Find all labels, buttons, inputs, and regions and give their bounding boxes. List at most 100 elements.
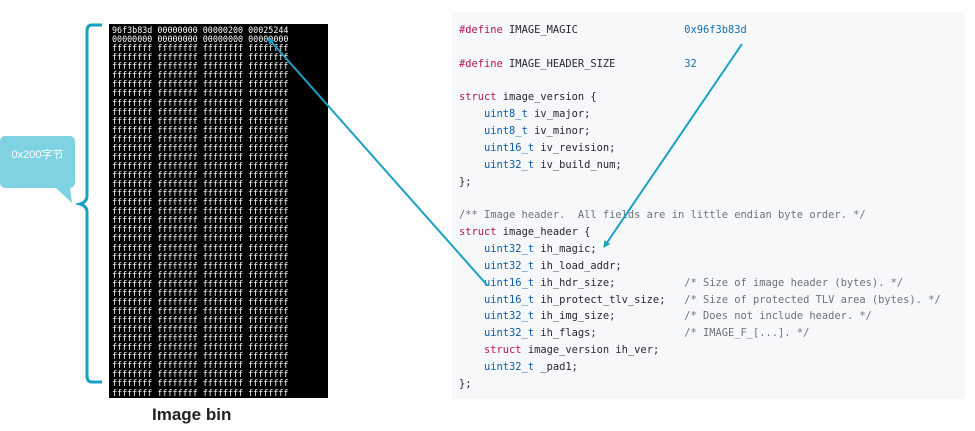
- code-line: uint32_t ih_img_size; /* Does not includ…: [459, 310, 872, 322]
- code-line: uint8_t iv_minor;: [459, 125, 590, 137]
- size-callout: 0x200字节: [0, 136, 75, 188]
- hex-row: ffffffff ffffffff ffffffff ffffffff: [112, 88, 289, 99]
- hex-row: ffffffff ffffffff ffffffff ffffffff: [112, 387, 289, 398]
- code-keyword: #define: [459, 57, 503, 70]
- hex-row: ffffffff ffffffff ffffffff ffffffff: [112, 106, 289, 117]
- code-line: uint32_t ih_magic;: [459, 243, 597, 255]
- hex-row: ffffffff ffffffff ffffffff ffffffff: [112, 278, 289, 289]
- code-line: uint16_t ih_hdr_size; /* Size of image h…: [459, 277, 903, 289]
- code-type: uint16_t: [484, 141, 535, 154]
- code-text: IMAGE_HEADER_SIZE: [502, 57, 685, 70]
- hex-row: ffffffff ffffffff ffffffff ffffffff: [112, 70, 289, 81]
- code-type: uint32_t: [484, 259, 535, 272]
- code-type: uint32_t: [484, 158, 535, 171]
- hex-row: ffffffff ffffffff ffffffff ffffffff: [112, 360, 289, 371]
- hex-row: ffffffff ffffffff ffffffff ffffffff: [112, 260, 289, 271]
- code-type: uint32_t: [484, 310, 535, 323]
- hex-dump-panel: 96f3b83d 00000000 00000200 00025244 0000…: [109, 24, 328, 406]
- code-line: uint16_t ih_protect_tlv_size; /* Size of…: [459, 294, 941, 306]
- hex-row: ffffffff ffffffff ffffffff ffffffff: [112, 215, 289, 226]
- hex-row: ffffffff ffffffff ffffffff ffffffff: [112, 324, 289, 335]
- code-line: uint32_t iv_build_num;: [459, 159, 622, 171]
- code-type: uint32_t: [484, 327, 535, 340]
- code-text: ih_load_addr;: [534, 259, 622, 272]
- hex-dump-text: 96f3b83d 00000000 00000200 00025244 0000…: [112, 25, 326, 407]
- code-keyword: struct: [459, 91, 497, 104]
- hex-row: ffffffff ffffffff ffffffff ffffffff: [112, 79, 289, 90]
- code-comment: /* Size of protected TLV area (bytes). *…: [684, 293, 941, 306]
- hex-row: ffffffff ffffffff ffffffff ffffffff: [112, 342, 289, 353]
- hex-row: ffffffff ffffffff ffffffff ffffffff: [112, 160, 289, 171]
- hex-row: ffffffff ffffffff ffffffff ffffffff: [112, 52, 289, 63]
- hex-row: ffffffff ffffffff ffffffff ffffffff: [112, 188, 289, 199]
- code-line: struct image_header {: [459, 226, 590, 238]
- hex-row: ffffffff ffffffff ffffffff ffffffff: [112, 305, 289, 316]
- hex-row: ffffffff ffffffff ffffffff ffffffff: [112, 179, 289, 190]
- hex-row: ffffffff ffffffff ffffffff ffffffff: [112, 242, 289, 253]
- hex-row: ffffffff ffffffff ffffffff ffffffff: [112, 224, 289, 235]
- code-line: };: [459, 176, 472, 188]
- code-comment: /* Size of image header (bytes). */: [684, 276, 904, 289]
- size-callout-text: 0x200字节: [11, 149, 64, 161]
- hex-row: ffffffff ffffffff ffffffff ffffffff: [112, 115, 289, 126]
- code-comment: /* Does not include header. */: [684, 310, 872, 323]
- code-text: ih_protect_tlv_size;: [534, 293, 685, 306]
- image-bin-caption: Image bin: [152, 405, 232, 424]
- hex-row: ffffffff ffffffff ffffffff ffffffff: [112, 61, 289, 72]
- hex-row: ffffffff ffffffff ffffffff ffffffff: [112, 151, 289, 162]
- code-text: image_version ih_ver;: [521, 344, 660, 357]
- hex-row: ffffffff ffffffff ffffffff ffffffff: [112, 43, 289, 54]
- code-type: uint16_t: [484, 276, 535, 289]
- hex-row: 20005440 00021c31 0002b6c1 00021c61: [112, 396, 289, 407]
- code-type: uint16_t: [484, 293, 535, 306]
- hex-row: ffffffff ffffffff ffffffff ffffffff: [112, 133, 289, 144]
- hex-row: ffffffff ffffffff ffffffff ffffffff: [112, 142, 289, 153]
- hex-row: ffffffff ffffffff ffffffff ffffffff: [112, 197, 289, 208]
- hex-row: ffffffff ffffffff ffffffff ffffffff: [112, 378, 289, 389]
- code-keyword: struct: [459, 226, 497, 239]
- code-comment: /** Image header. All fields are in litt…: [459, 209, 866, 222]
- code-number: 32: [684, 57, 697, 70]
- arrow-magic: [603, 43, 743, 248]
- code-type: uint32_t: [484, 242, 535, 255]
- code-text: image_header {: [496, 226, 591, 239]
- code-type: uint8_t: [484, 108, 528, 121]
- hex-row: ffffffff ffffffff ffffffff ffffffff: [112, 351, 289, 362]
- code-line: struct image_version ih_ver;: [459, 344, 659, 356]
- code-line: uint8_t iv_major;: [459, 108, 590, 120]
- hex-row: ffffffff ffffffff ffffffff ffffffff: [112, 97, 289, 108]
- hex-row: ffffffff ffffffff ffffffff ffffffff: [112, 170, 289, 180]
- hex-row: ffffffff ffffffff ffffffff ffffffff: [112, 369, 289, 380]
- hex-row: ffffffff ffffffff ffffffff ffffffff: [112, 269, 289, 280]
- bracket-brace: [74, 23, 102, 384]
- code-line: uint32_t _pad1;: [459, 361, 578, 373]
- hex-row: ffffffff ffffffff ffffffff ffffffff: [112, 296, 289, 307]
- hex-row: 96f3b83d 00000000 00000200 00025244: [112, 25, 289, 35]
- code-text: _pad1;: [534, 360, 578, 373]
- code-listing: #define IMAGE_MAGIC 0x96f3b83d #define I…: [452, 12, 965, 393]
- code-line: uint16_t iv_revision;: [459, 142, 615, 154]
- code-line: uint32_t ih_flags; /* IMAGE_F_[...]. */: [459, 327, 809, 339]
- code-line: uint32_t ih_load_addr;: [459, 260, 622, 272]
- code-keyword: struct: [484, 344, 522, 357]
- code-text: iv_minor;: [527, 125, 591, 138]
- hex-row: ffffffff ffffffff ffffffff ffffffff: [112, 287, 289, 298]
- code-text: ih_magic;: [534, 242, 597, 255]
- hex-row: ffffffff ffffffff ffffffff ffffffff: [112, 124, 289, 135]
- code-text: image_version {: [496, 91, 597, 104]
- code-keyword: #define: [459, 24, 503, 36]
- code-text: };: [459, 377, 472, 390]
- code-text: IMAGE_MAGIC: [502, 24, 685, 36]
- code-text: };: [459, 175, 472, 188]
- code-line: struct image_version {: [459, 91, 597, 103]
- code-line: #define IMAGE_MAGIC 0x96f3b83d: [459, 24, 747, 36]
- code-line: /** Image header. All fields are in litt…: [459, 209, 866, 221]
- code-text: ih_img_size;: [534, 310, 685, 323]
- hex-row: ffffffff ffffffff ffffffff ffffffff: [112, 233, 289, 244]
- code-type: uint8_t: [484, 125, 528, 138]
- code-text: iv_revision;: [534, 141, 616, 154]
- code-comment: /* IMAGE_F_[...]. */: [684, 327, 810, 340]
- code-text: iv_build_num;: [534, 158, 622, 171]
- code-panel: #define IMAGE_MAGIC 0x96f3b83d #define I…: [452, 12, 965, 399]
